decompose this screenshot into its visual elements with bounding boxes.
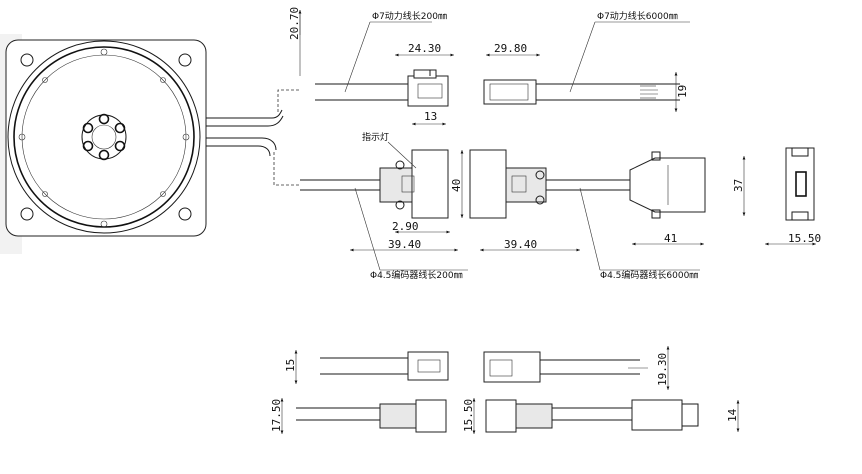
power-plug-side [407,351,449,381]
dim-2-90: 2.90 [392,220,419,233]
connector-side-view [785,147,815,221]
dim-39-40-left: 39.40 [388,238,421,251]
encoder-cable-assembly [300,141,816,271]
label-encoder-cable-200: Φ4.5编码器线长200㎜ [370,269,463,281]
label-indicator-light: 指示灯 [362,131,389,143]
power-connector-plug [407,75,449,107]
mount-hole [178,207,192,221]
dim-41: 41 [664,232,677,245]
dim-24-30: 24.30 [408,42,441,55]
mount-hole [178,53,192,67]
dim-20-70: 20.70 [288,7,301,40]
encoder-socket [469,149,507,219]
dim-19: 19 [676,85,689,98]
label-encoder-cable-6000: Φ4.5编码器线长6000㎜ [600,269,698,281]
label-power-cable-200: Φ7动力线长200㎜ [372,10,447,22]
dimension-labels: 20.70 24.30 29.80 19 13 40 37 2.90 39.40… [270,7,821,432]
label-power-cable-6000: Φ7动力线长6000㎜ [597,10,678,22]
dim-40: 40 [450,179,463,192]
mount-hole [20,207,34,221]
motor-front-view [0,34,300,254]
dim-15: 15 [284,359,297,372]
dim-15-50-side: 15.50 [788,232,821,245]
dim-15-50-bottom: 15.50 [462,399,475,432]
dim-13: 13 [424,110,437,123]
note-labels: Φ7动力线长200㎜ Φ7动力线长6000㎜ 指示灯 Φ4.5编码器线长200㎜… [362,10,698,281]
power-cable-assembly [298,10,690,126]
dim-37: 37 [732,179,745,192]
mount-hole [20,53,34,67]
dim-29-80: 29.80 [494,42,527,55]
dim-14: 14 [726,408,739,422]
dim-19-30: 19.30 [656,353,669,386]
dim-17-50: 17.50 [270,399,283,432]
drive-end-connector [629,157,706,213]
dim-39-40-right: 39.40 [504,238,537,251]
bottom-views [280,346,740,434]
